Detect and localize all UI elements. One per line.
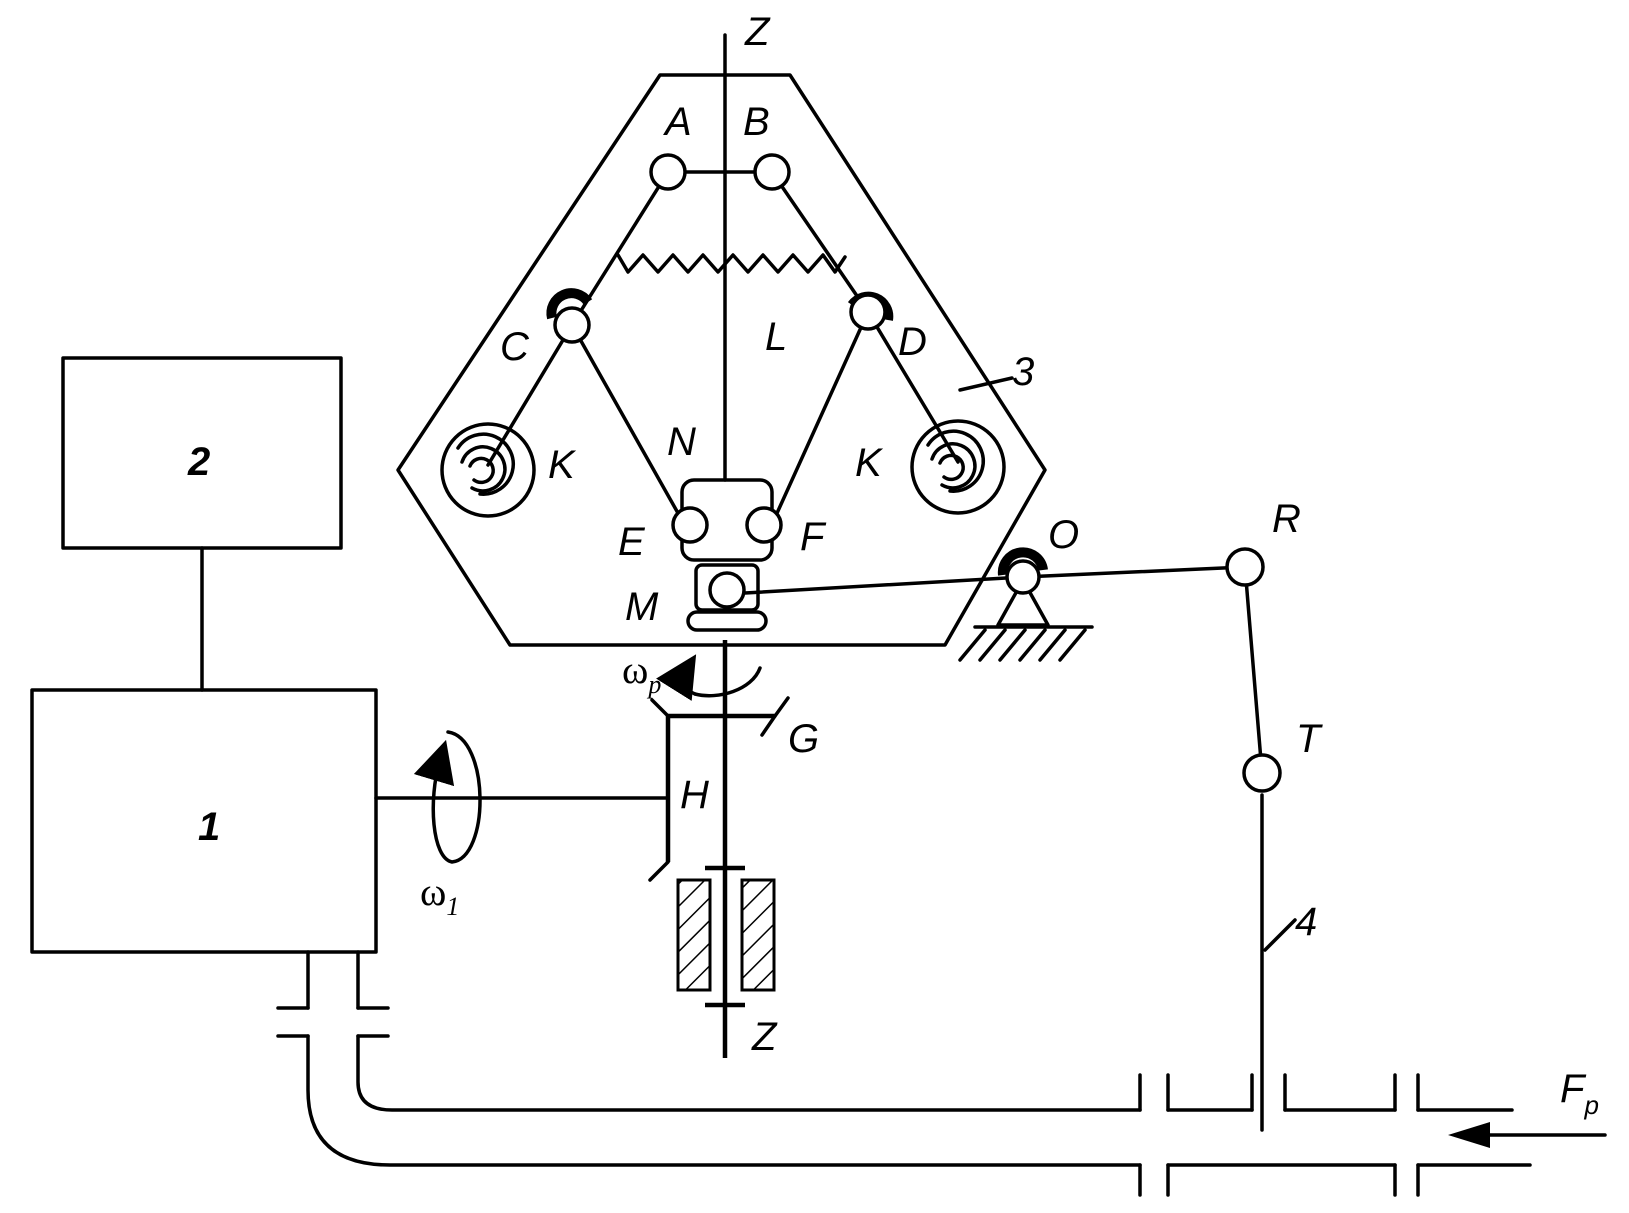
label-z-top: Z xyxy=(744,10,771,54)
joint-o xyxy=(1005,559,1041,595)
force-arrow xyxy=(1448,1122,1607,1148)
label-h: H xyxy=(680,773,709,817)
label-g: G xyxy=(788,717,819,761)
label-housing-3: 3 xyxy=(1012,350,1034,394)
label-l: L xyxy=(765,315,787,359)
label-z-bottom: Z xyxy=(751,1015,778,1059)
joint-c xyxy=(553,306,591,344)
rotation-arrow-omega-p xyxy=(656,654,762,701)
label-a: A xyxy=(663,100,692,144)
label-omega-p: ωp xyxy=(622,647,661,699)
label-force: Fp xyxy=(1560,1067,1599,1120)
fixed-pivot-support xyxy=(958,578,1094,662)
joint-t xyxy=(1242,753,1282,793)
label-n: N xyxy=(667,420,696,464)
label-o: O xyxy=(1048,513,1079,557)
label-b: B xyxy=(743,100,770,144)
joint-m xyxy=(708,571,746,609)
label-r: R xyxy=(1272,497,1301,541)
joint-b xyxy=(753,153,791,191)
label-rod-4: 4 xyxy=(1295,900,1317,944)
label-m: M xyxy=(625,585,659,629)
spring xyxy=(616,253,847,274)
label-k-left: K xyxy=(548,443,577,487)
label-c: C xyxy=(500,325,530,369)
label-omega-1: ω1 xyxy=(420,869,459,921)
label-e: E xyxy=(618,520,646,564)
joint-a xyxy=(649,153,687,191)
joints xyxy=(546,153,1282,793)
lever-arm xyxy=(743,565,1247,595)
joint-r xyxy=(1225,547,1265,587)
flyweight-left xyxy=(440,422,536,518)
bevel-gears xyxy=(648,696,790,882)
linkage-arms xyxy=(486,170,960,524)
joint-f xyxy=(745,506,783,544)
fluid-pipe xyxy=(276,950,1532,1197)
flyweight-right xyxy=(910,419,1006,515)
shaft-bearing xyxy=(676,865,776,1008)
label-block-2: 2 xyxy=(187,440,210,484)
label-block-1: 1 xyxy=(198,805,220,849)
governor-housing xyxy=(396,73,1047,647)
label-d: D xyxy=(898,320,927,364)
label-t: T xyxy=(1296,717,1323,761)
joint-d xyxy=(849,293,887,331)
block-1 xyxy=(30,688,378,954)
label-f: F xyxy=(800,515,827,559)
rotation-arrow-omega-1 xyxy=(413,730,482,864)
joint-e xyxy=(671,506,709,544)
control-rod xyxy=(1243,565,1297,1132)
label-k-right: K xyxy=(855,441,884,485)
